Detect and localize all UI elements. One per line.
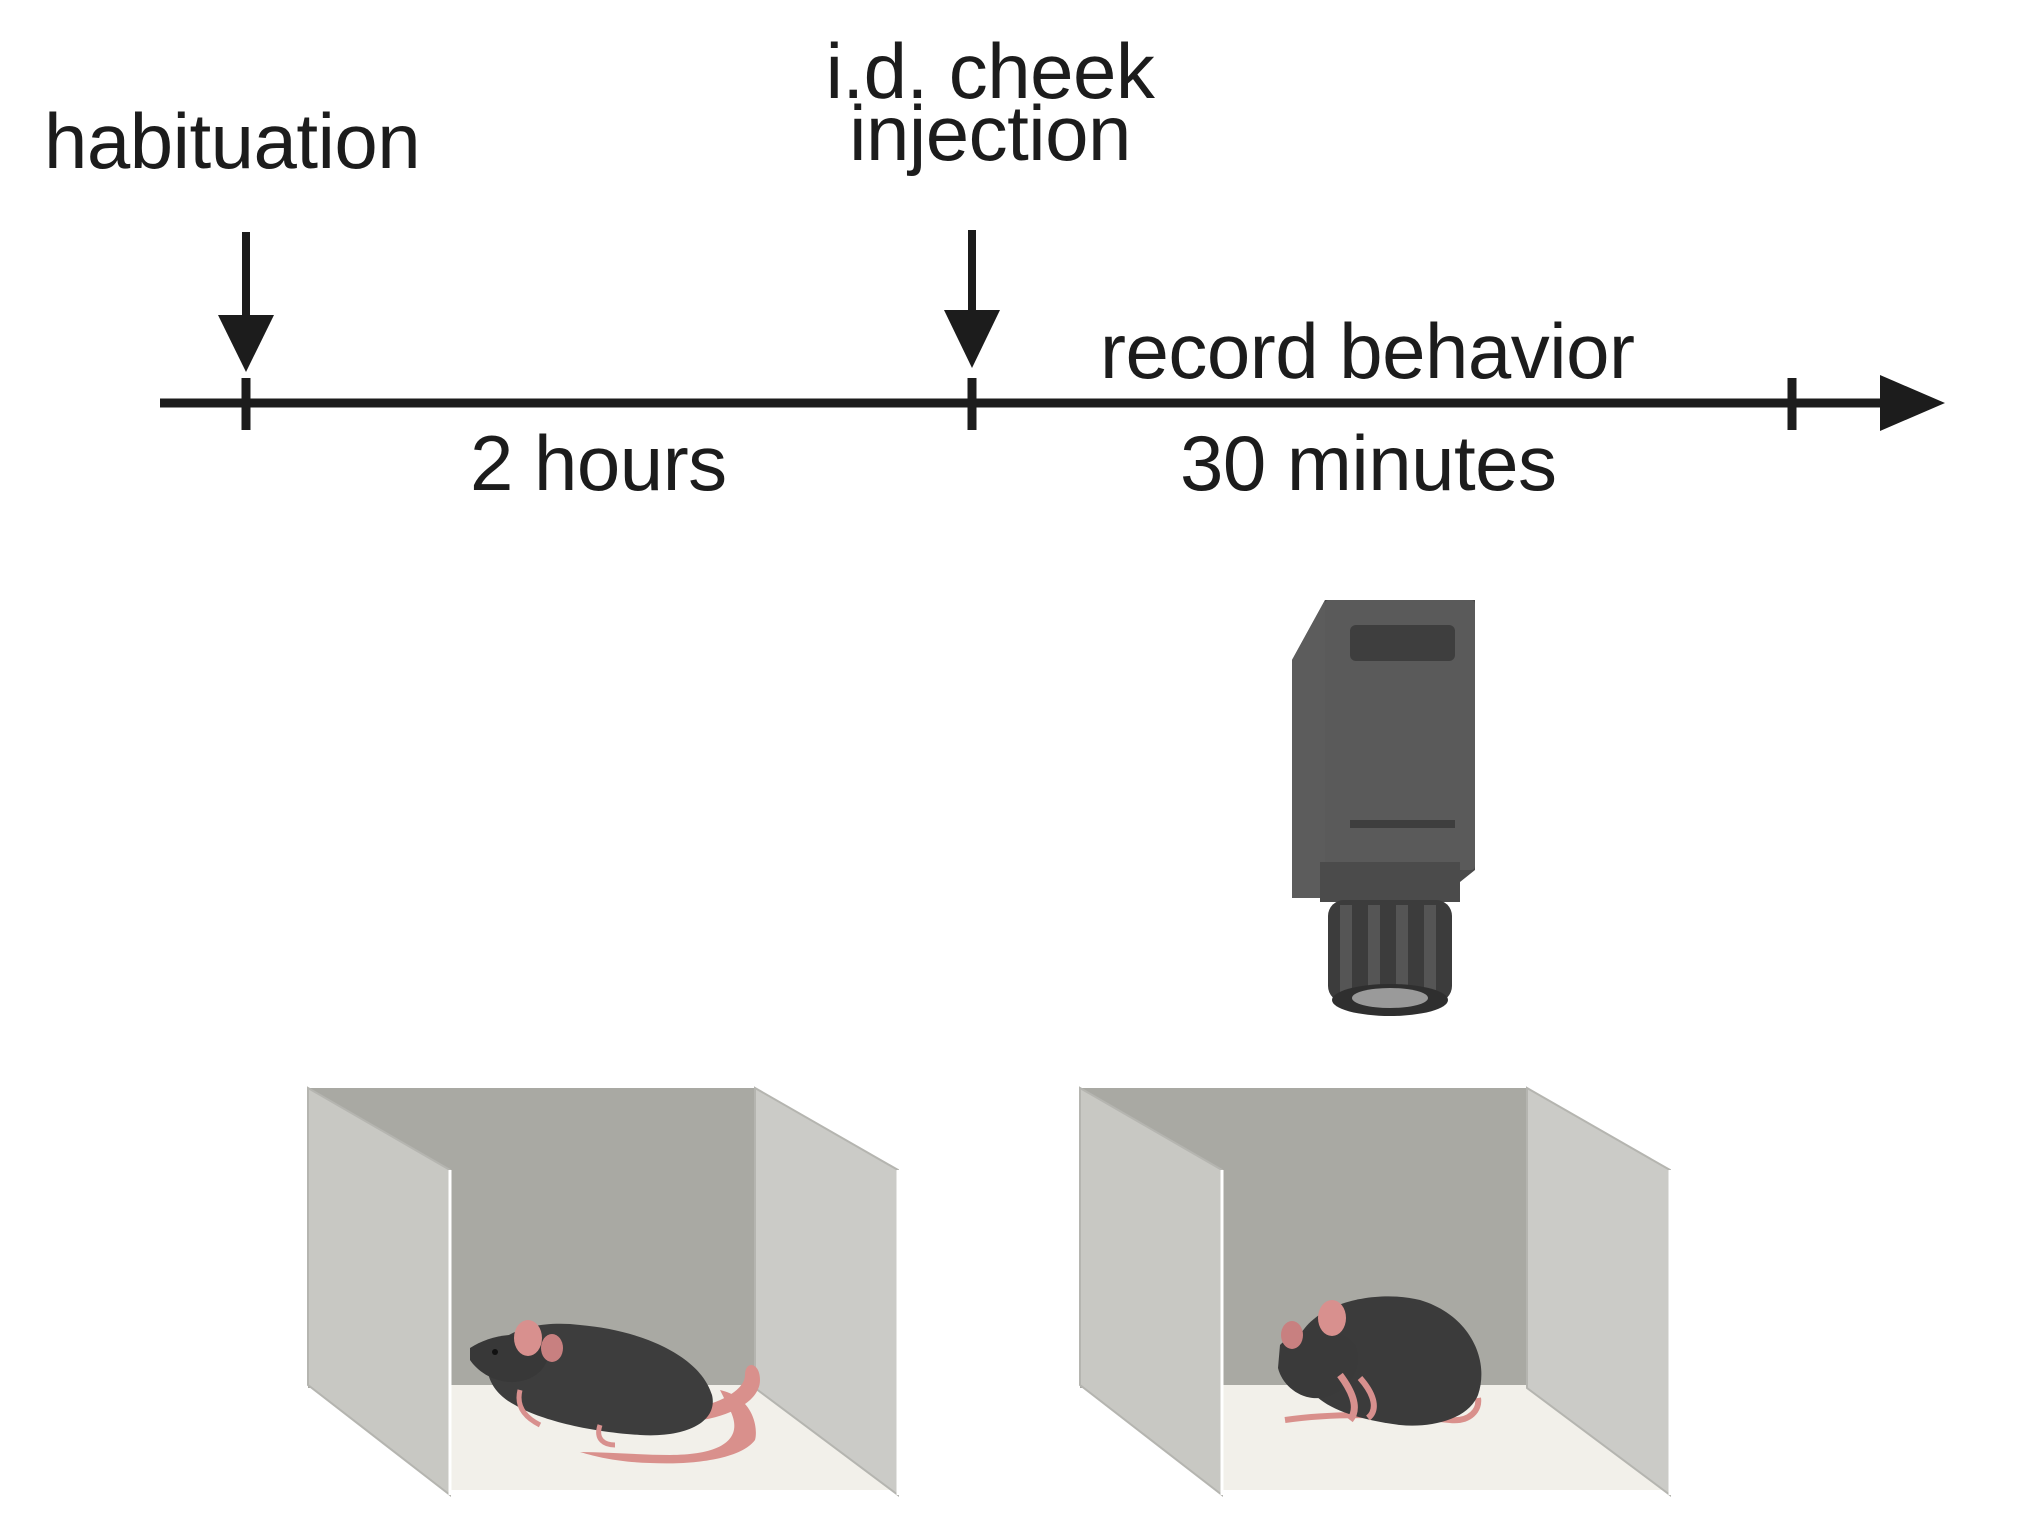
timeline <box>160 375 1945 431</box>
down-arrow-icon <box>944 230 1000 368</box>
injection-label-line1: i.d. cheek <box>825 27 1155 115</box>
interval-2-hours-label: 2 hours <box>470 419 727 507</box>
down-arrow-icon <box>218 232 274 372</box>
open-box-icon <box>1079 1086 1672 1498</box>
interval-30-minutes-label: 30 minutes <box>1180 419 1557 507</box>
video-camera-icon <box>1292 600 1475 1016</box>
timeline-arrowhead-icon <box>1880 375 1945 431</box>
injection-label-line2: injection <box>849 89 1131 177</box>
record-behavior-label: record behavior <box>1100 307 1635 395</box>
mouse-icon <box>1278 1296 1482 1426</box>
injection-label: i.d. cheek injection <box>790 27 1190 177</box>
mouse-icon <box>470 1320 760 1464</box>
habituation-label: habituation <box>44 97 421 185</box>
open-box-icon <box>307 1086 900 1498</box>
